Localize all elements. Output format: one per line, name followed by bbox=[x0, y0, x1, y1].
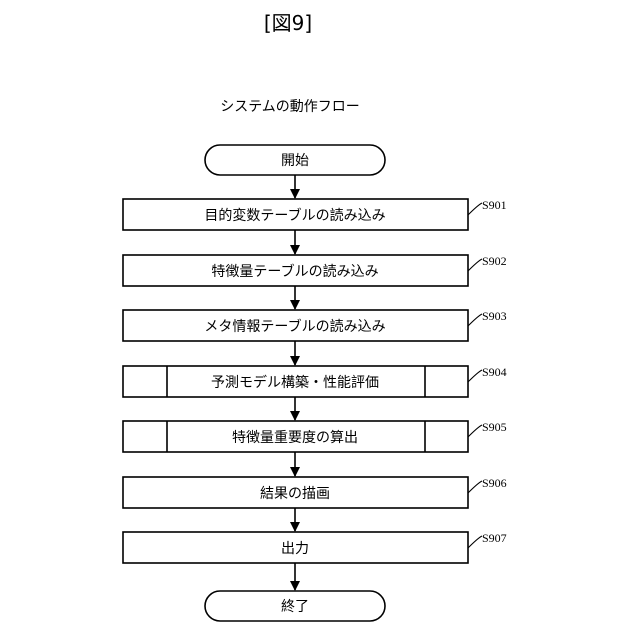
start-label: 開始 bbox=[281, 153, 309, 169]
step-callout-line bbox=[468, 314, 482, 326]
step-label: 特徴量重要度の算出 bbox=[232, 430, 358, 446]
step-id: S906 bbox=[482, 476, 507, 490]
step-label: 予測モデル構築・性能評価 bbox=[211, 374, 379, 391]
process-step-s906: 結果の描画 S906 bbox=[123, 476, 507, 508]
step-label: 目的変数テーブルの読み込み bbox=[204, 207, 385, 224]
step-id: S902 bbox=[482, 254, 507, 268]
flow-title: システムの動作フロー bbox=[220, 99, 360, 115]
process-step-s907: 出力 S907 bbox=[123, 531, 507, 563]
step-callout-line bbox=[468, 425, 482, 437]
step-label: 出力 bbox=[281, 541, 309, 557]
process-step-s904: 予測モデル構築・性能評価 S904 bbox=[123, 365, 507, 397]
step-callout-line bbox=[468, 259, 482, 271]
step-label: メタ情報テーブルの読み込み bbox=[204, 318, 385, 335]
step-callout-line bbox=[468, 481, 482, 493]
end-terminal: 終了 bbox=[205, 591, 385, 621]
process-step-s905: 特徴量重要度の算出 S905 bbox=[123, 420, 507, 452]
step-label: 結果の描画 bbox=[260, 486, 330, 502]
figure-label: [図9] bbox=[264, 11, 312, 35]
step-id: S903 bbox=[482, 309, 507, 323]
step-id: S905 bbox=[482, 420, 507, 434]
step-callout-line bbox=[468, 536, 482, 548]
step-id: S904 bbox=[482, 365, 507, 379]
step-id: S901 bbox=[482, 198, 507, 212]
step-callout-line bbox=[468, 203, 482, 215]
step-id: S907 bbox=[482, 531, 507, 545]
process-step-s902: 特徴量テーブルの読み込み S902 bbox=[123, 254, 507, 286]
step-label: 特徴量テーブルの読み込み bbox=[211, 263, 378, 280]
process-step-s901: 目的変数テーブルの読み込み S901 bbox=[123, 198, 507, 230]
process-step-s903: メタ情報テーブルの読み込み S903 bbox=[123, 309, 507, 341]
end-label: 終了 bbox=[281, 599, 309, 615]
step-callout-line bbox=[468, 370, 482, 382]
start-terminal: 開始 bbox=[205, 145, 385, 175]
